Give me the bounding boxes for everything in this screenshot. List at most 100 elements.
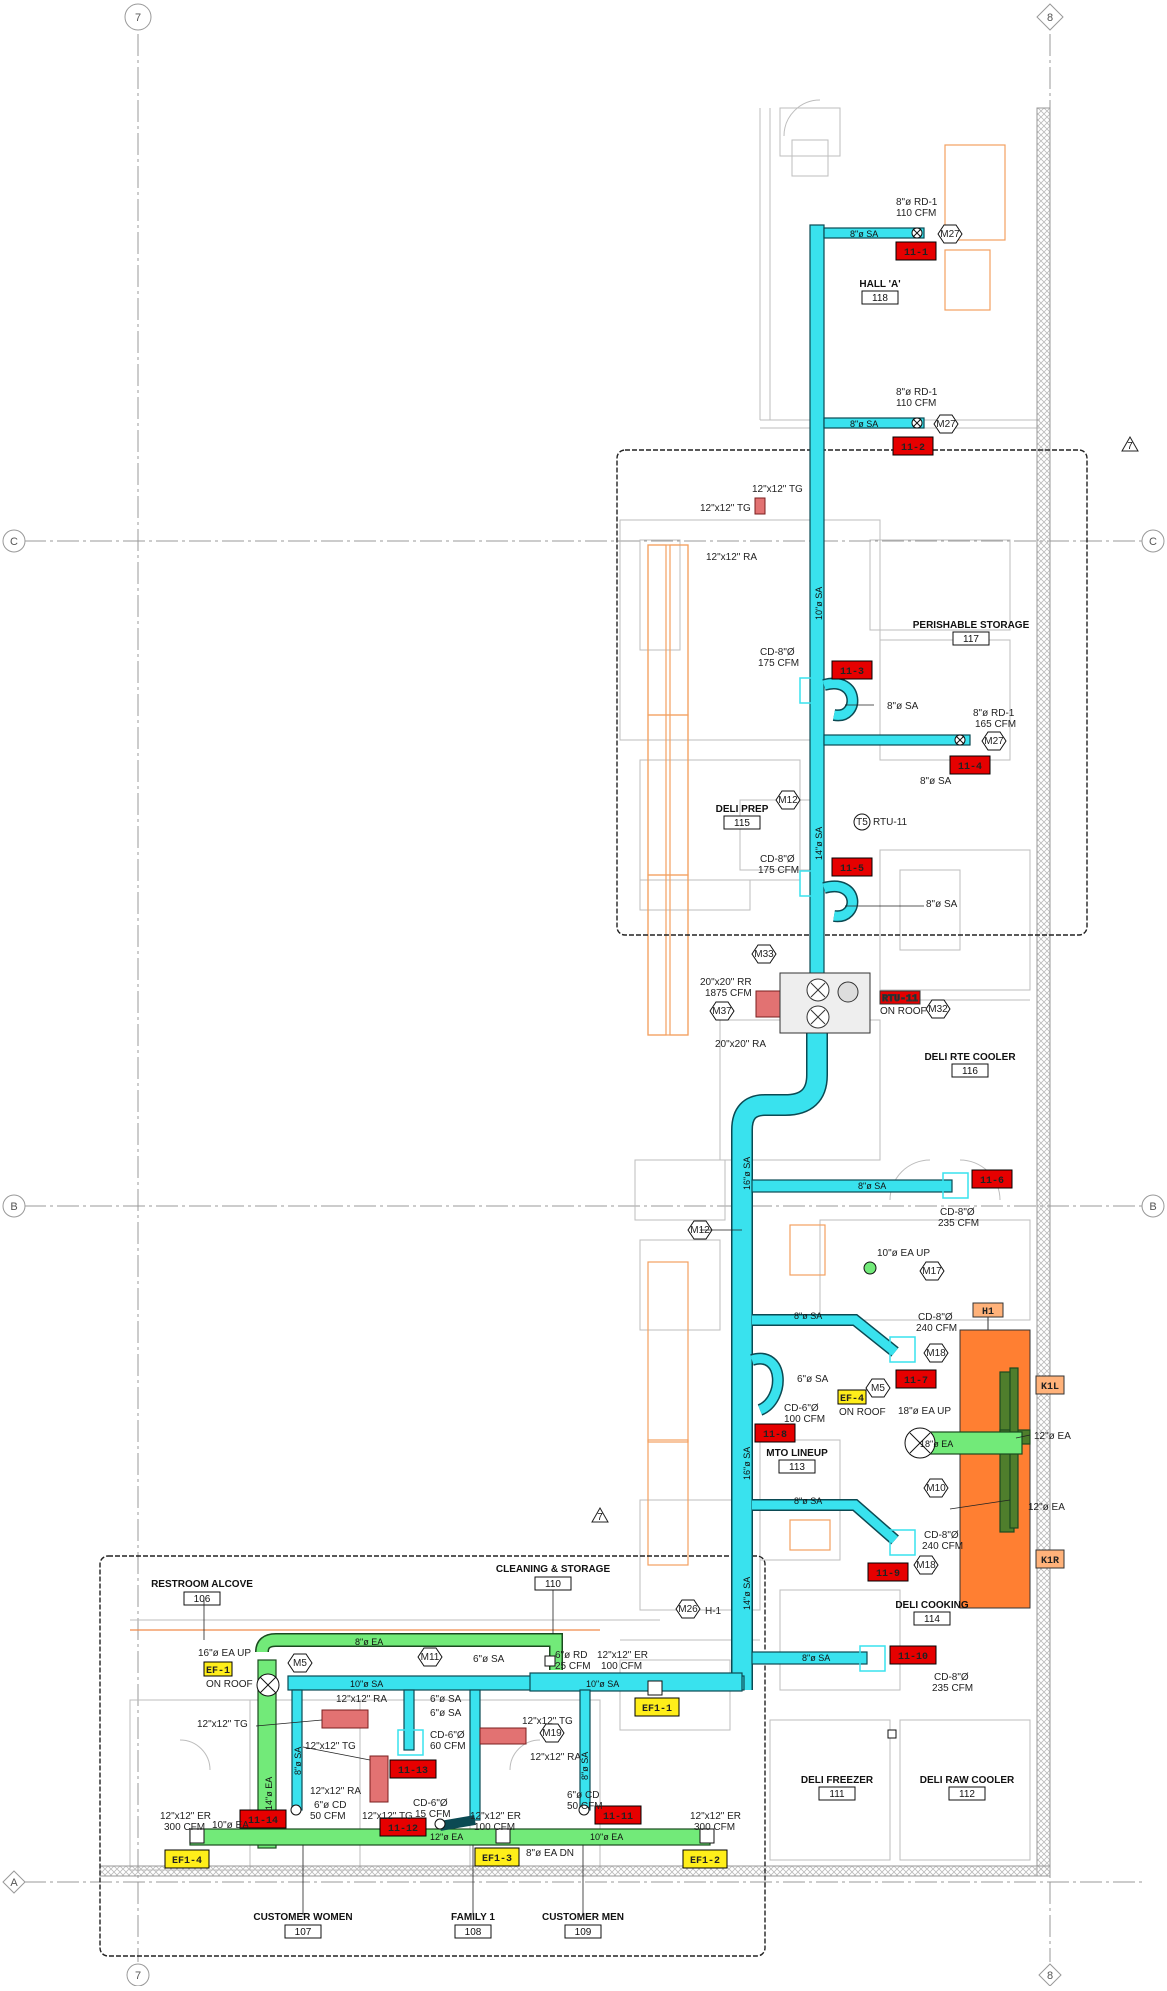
svg-text:M27: M27 <box>984 736 1004 747</box>
revision-clouds <box>99 449 1088 1957</box>
svg-text:10"ø EA: 10"ø EA <box>212 1820 249 1831</box>
tag-11-13: 11-13 <box>389 1759 437 1779</box>
svg-text:235 CFM: 235 CFM <box>938 1218 979 1229</box>
air-devices <box>189 227 969 1844</box>
room-deli-prep: DELI PREP <box>716 804 769 815</box>
grid-b-left: B <box>10 1201 17 1213</box>
room-deli-cooking: DELI COOKING <box>895 1600 969 1611</box>
svg-text:8"ø RD-1: 8"ø RD-1 <box>896 197 938 208</box>
svg-text:12"x12" ER: 12"x12" ER <box>597 1650 648 1661</box>
tag-11-1: 11-1 <box>895 241 937 261</box>
svg-text:116: 116 <box>962 1066 978 1077</box>
room-labels: HALL 'A' 118 PERISHABLE STORAGE 117 DELI… <box>151 279 1030 1939</box>
svg-text:11-10: 11-10 <box>898 1652 928 1663</box>
svg-text:ON ROOF: ON ROOF <box>839 1407 886 1418</box>
tag-ef1-1: EF1-1 <box>634 1697 680 1717</box>
hood-tag-k1l: K1L <box>1041 1382 1059 1393</box>
room-restroom: RESTROOM ALCOVE <box>151 1579 253 1590</box>
tag-11-5: 11-5 <box>831 857 873 877</box>
hex-m19: M19 <box>539 1723 565 1743</box>
svg-text:18"ø EA UP: 18"ø EA UP <box>898 1406 951 1417</box>
svg-text:240 CFM: 240 CFM <box>916 1323 957 1334</box>
svg-text:100 CFM: 100 CFM <box>784 1414 825 1425</box>
svg-text:12"x12" TG: 12"x12" TG <box>700 503 751 514</box>
svg-text:11-8: 11-8 <box>763 1430 787 1441</box>
svg-text:14"ø EA: 14"ø EA <box>264 1777 274 1810</box>
tag-ef-1: EF-1 <box>203 1661 233 1677</box>
exhaust-ductwork <box>189 1367 1031 1849</box>
kitchen-equipment-outlines <box>130 144 1006 1631</box>
red-equipment-tags: 11-1 11-2 11-3 11-4 11-5 11-6 11-7 11-8 … <box>239 241 1013 1837</box>
svg-text:112: 112 <box>959 1789 975 1800</box>
revision-7-top: 7 <box>1127 441 1133 452</box>
tag-ef1-2: EF1-2 <box>682 1849 728 1869</box>
svg-text:1875 CFM: 1875 CFM <box>705 988 752 999</box>
svg-text:175 CFM: 175 CFM <box>758 658 799 669</box>
svg-text:14"ø SA: 14"ø SA <box>814 827 824 860</box>
tag-11-11: 11-11 <box>594 1805 642 1825</box>
hex-t5: T5 <box>853 813 871 831</box>
room-perishable: PERISHABLE STORAGE <box>913 620 1030 631</box>
svg-text:EF1-1: EF1-1 <box>642 1704 672 1715</box>
svg-text:M37: M37 <box>712 1006 732 1017</box>
svg-text:11-11: 11-11 <box>603 1812 633 1823</box>
svg-text:12"ø EA: 12"ø EA <box>1028 1502 1065 1513</box>
hex-m18-b: M18 <box>913 1555 939 1575</box>
svg-text:110: 110 <box>545 1579 561 1590</box>
svg-text:108: 108 <box>465 1927 482 1938</box>
svg-text:25 CFM: 25 CFM <box>555 1661 591 1672</box>
svg-text:CD-8"Ø: CD-8"Ø <box>934 1672 969 1683</box>
svg-text:11-5: 11-5 <box>840 864 864 875</box>
svg-text:8"ø SA: 8"ø SA <box>794 1311 822 1321</box>
svg-text:EF1-4: EF1-4 <box>172 1856 202 1867</box>
svg-text:113: 113 <box>789 1462 805 1473</box>
svg-text:M33: M33 <box>754 949 774 960</box>
svg-text:11-13: 11-13 <box>398 1766 428 1777</box>
duct-annotations: 8"ø RD-1 110 CFM 8"ø SA 8"ø RD-1 110 CFM… <box>160 197 1071 1859</box>
svg-text:CD-8"Ø: CD-8"Ø <box>918 1312 953 1323</box>
svg-text:10"ø EA: 10"ø EA <box>590 1832 623 1842</box>
tag-11-9: 11-9 <box>867 1562 909 1582</box>
svg-text:M26: M26 <box>678 1604 698 1615</box>
hex-m33: M33 <box>751 944 777 964</box>
hex-m17: M17 <box>919 1261 945 1281</box>
svg-text:M19: M19 <box>542 1728 562 1739</box>
grid-bubbles: 7 8 7 8 C C B B A <box>2 3 1165 1987</box>
svg-text:11-1: 11-1 <box>904 248 928 259</box>
svg-text:EF1-2: EF1-2 <box>690 1856 720 1867</box>
svg-text:M12: M12 <box>690 1225 710 1236</box>
svg-text:RTU-11: RTU-11 <box>873 817 908 828</box>
svg-text:100 CFM: 100 CFM <box>601 1661 642 1672</box>
svg-text:M11: M11 <box>421 1652 440 1663</box>
room-customer-men: CUSTOMER MEN <box>542 1912 624 1923</box>
svg-text:117: 117 <box>963 634 979 645</box>
svg-text:8"ø SA: 8"ø SA <box>850 419 878 429</box>
svg-text:12"ø EA: 12"ø EA <box>430 1832 463 1842</box>
rtu-tag: RTU-11 <box>882 994 918 1005</box>
hex-m5-b: M5 <box>287 1653 313 1673</box>
tag-11-10: 11-10 <box>889 1645 937 1665</box>
return-grilles <box>321 497 783 1803</box>
svg-text:16"ø SA: 16"ø SA <box>742 1447 752 1480</box>
svg-text:M17: M17 <box>922 1266 942 1277</box>
room-mto: MTO LINEUP <box>766 1448 828 1459</box>
tag-11-6: 11-6 <box>971 1169 1013 1189</box>
tag-11-4: 11-4 <box>949 755 991 775</box>
hex-m12-a: M12 <box>775 790 801 810</box>
svg-text:M18: M18 <box>916 1560 936 1571</box>
hex-m37: M37 <box>709 1001 735 1021</box>
room-customer-women: CUSTOMER WOMEN <box>253 1912 352 1923</box>
svg-text:114: 114 <box>924 1614 940 1625</box>
svg-text:12"x12" RA: 12"x12" RA <box>530 1752 581 1763</box>
rtu-unit: RTU-11 <box>779 972 921 1034</box>
svg-text:ON ROOF: ON ROOF <box>880 1006 927 1017</box>
svg-text:12"x12" ER: 12"x12" ER <box>160 1811 211 1822</box>
hex-m27-c: M27 <box>981 731 1007 751</box>
room-hall-a: HALL 'A' <box>859 279 900 290</box>
svg-text:12"x12" ER: 12"x12" ER <box>470 1811 521 1822</box>
tag-ef-4: EF-4 <box>837 1389 867 1405</box>
svg-text:M27: M27 <box>940 229 960 240</box>
svg-text:CD-6"Ø: CD-6"Ø <box>413 1798 448 1809</box>
